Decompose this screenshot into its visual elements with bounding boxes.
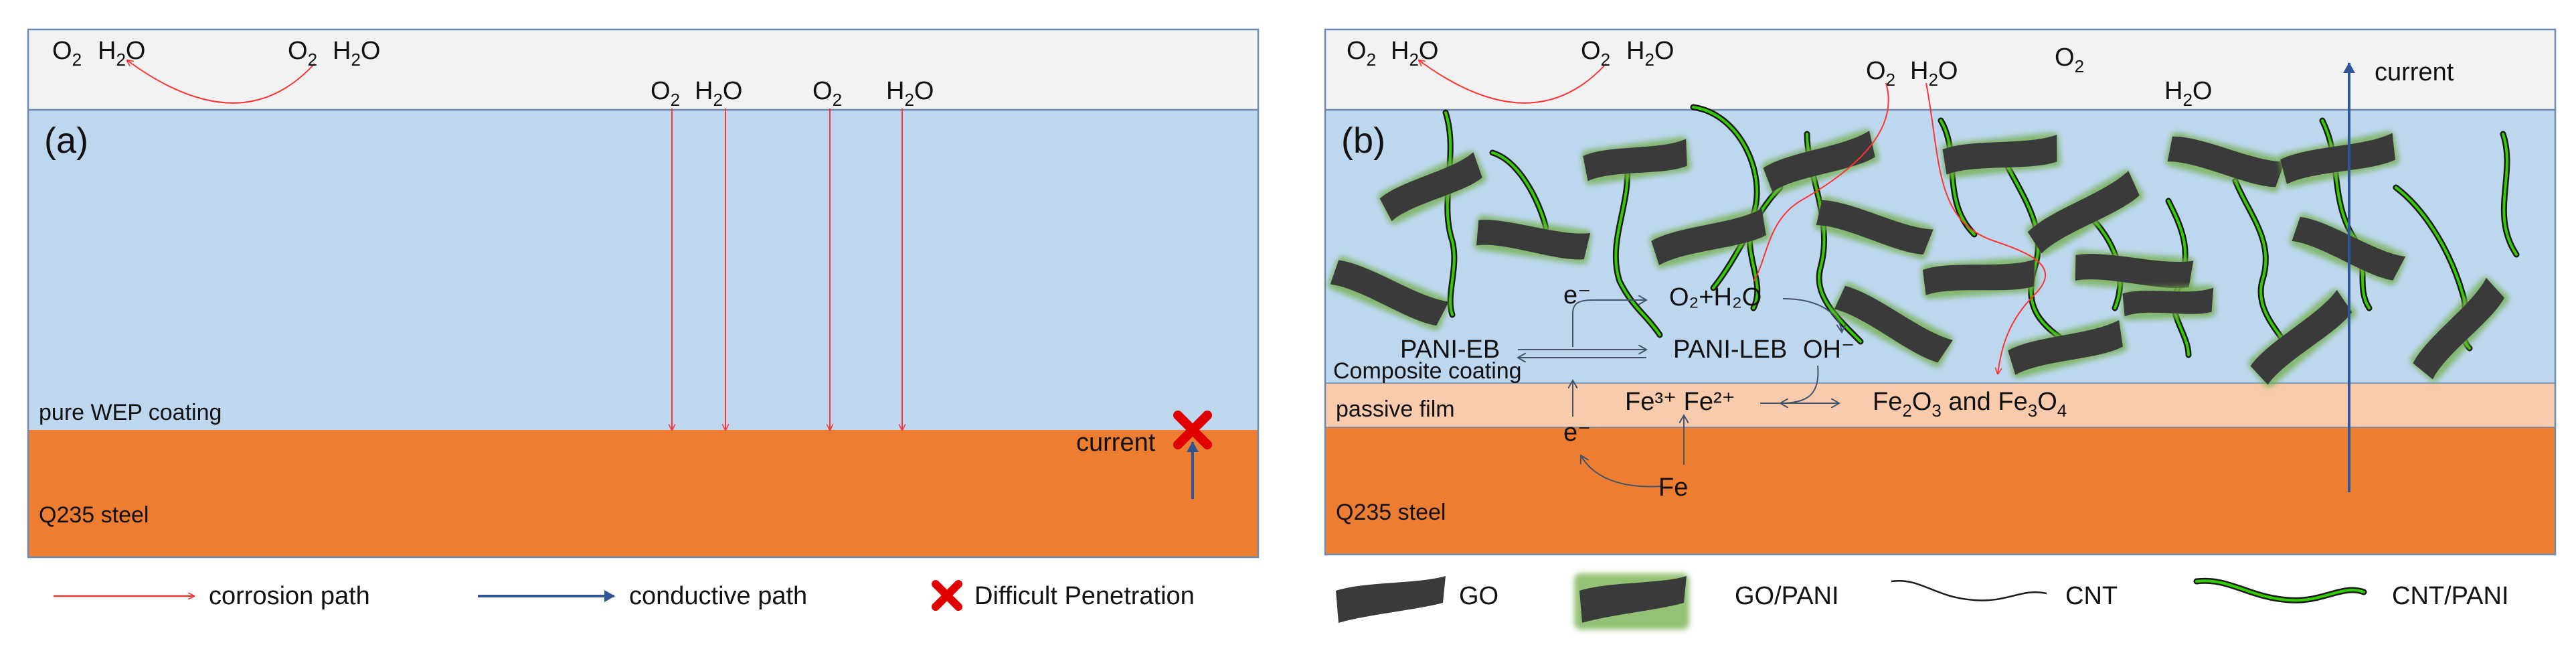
svg-text:H2O: H2O	[333, 37, 380, 70]
species-labels-b-top: O2 H2O O2 H2O O2 H2O O2 H2O	[1347, 37, 2212, 110]
coating-label-b: Composite coating	[1333, 358, 1522, 384]
svg-text:GO: GO	[1459, 582, 1498, 610]
e-minus-top: e⁻	[1563, 281, 1591, 309]
svg-text:O2: O2	[288, 37, 317, 70]
legend-go: GO	[1336, 576, 1498, 623]
steel-layer	[28, 430, 1258, 557]
passive-film-label: passive film	[1336, 396, 1455, 422]
svg-text:Difficult Penetration: Difficult Penetration	[974, 582, 1195, 610]
cnt-pani-icon	[2195, 579, 2365, 602]
panel-b-border	[1324, 28, 2557, 556]
e-minus-bottom: e⁻	[1563, 419, 1591, 447]
svg-text:O2: O2	[1347, 37, 1376, 70]
svg-text:CNT/PANI: CNT/PANI	[2392, 582, 2509, 610]
legend-corrosion-path: corrosion path	[54, 582, 370, 610]
corrosion-arc	[127, 60, 315, 104]
svg-text:corrosion path: corrosion path	[209, 582, 370, 610]
difficult-penetration-mark-a	[1173, 411, 1212, 449]
panel-a-tag: (a)	[44, 121, 88, 161]
svg-text:conductive path: conductive path	[629, 582, 807, 610]
legend: corrosion path conductive path Difficult…	[54, 573, 2509, 630]
pani-leb-label: PANI-LEB	[1673, 336, 1787, 364]
go-pani-sheet-icon	[1579, 576, 1687, 623]
panel-a: O2 H2O O2 H2O O2 H2O O2 H2O (a) pure WEP…	[27, 28, 1260, 559]
oh-minus-label: OH⁻	[1803, 336, 1855, 364]
corrosion-paths-b	[1753, 82, 2046, 374]
corrosion-arc-b	[1419, 60, 1607, 104]
svg-text:CNT: CNT	[2065, 582, 2118, 610]
coating-label-a: pure WEP coating	[39, 400, 222, 425]
svg-text:H2O: H2O	[2164, 77, 2212, 110]
corrosion-paths-a	[672, 108, 902, 430]
svg-text:O2: O2	[1866, 57, 1895, 90]
fe-label: Fe	[1658, 474, 1688, 502]
svg-text:O2: O2	[812, 77, 842, 110]
current-label-a: current	[1076, 429, 1156, 457]
o2-h2o-reaction: O₂+H₂O	[1669, 283, 1762, 311]
panel-b-tag: (b)	[1341, 121, 1385, 161]
svg-text:O2: O2	[651, 77, 680, 110]
svg-text:H2O: H2O	[695, 77, 742, 110]
o2-label: O	[52, 37, 72, 65]
reaction-scheme: e⁻ O₂+H₂O PANI-EB PANI-LEB OH⁻ Composite…	[1333, 281, 2067, 502]
panel-a-border	[27, 28, 1260, 559]
iron-oxides-label: Fe2O3 and Fe3O4	[1873, 388, 2067, 421]
legend-difficult-penetration: Difficult Penetration	[932, 580, 1195, 611]
svg-text:H2O: H2O	[1910, 57, 1958, 90]
pani-eb-label: PANI-EB	[1400, 336, 1500, 364]
fe-ions-label: Fe³⁺ Fe²⁺	[1625, 388, 1735, 416]
species-labels-a-penetration: O2 H2O O2 H2O	[651, 77, 934, 110]
svg-text:H2O: H2O	[886, 77, 934, 110]
steel-label-b: Q235 steel	[1336, 500, 1446, 525]
air-layer	[28, 29, 1258, 110]
steel-layer-b	[1325, 427, 2555, 555]
svg-text:H2O: H2O	[1391, 37, 1438, 70]
svg-text:GO/PANI: GO/PANI	[1735, 582, 1839, 610]
legend-go-pani: GO/PANI	[1574, 573, 1839, 630]
svg-text:H2O: H2O	[1626, 37, 1674, 70]
current-label-b: current	[2375, 58, 2454, 86]
legend-conductive-path: conductive path	[478, 582, 807, 610]
svg-text:O2: O2	[2055, 44, 2084, 76]
cnt-icon	[1891, 579, 2047, 601]
species-labels-a-top: O2 H2O O2 H2O	[52, 37, 380, 70]
legend-cnt: CNT	[1891, 579, 2118, 610]
go-pani-sheets	[1328, 129, 2509, 388]
svg-text:O2: O2	[52, 37, 82, 70]
svg-text:O2: O2	[1581, 37, 1610, 70]
legend-cnt-pani: CNT/PANI	[2193, 577, 2509, 610]
svg-text:H2O: H2O	[98, 37, 145, 70]
coating-layer	[28, 110, 1258, 430]
steel-label-a: Q235 steel	[39, 502, 149, 528]
go-sheet-icon	[1336, 576, 1446, 623]
panel-b: O2 H2O O2 H2O O2 H2O O2 H2O (b)	[1324, 28, 2557, 556]
